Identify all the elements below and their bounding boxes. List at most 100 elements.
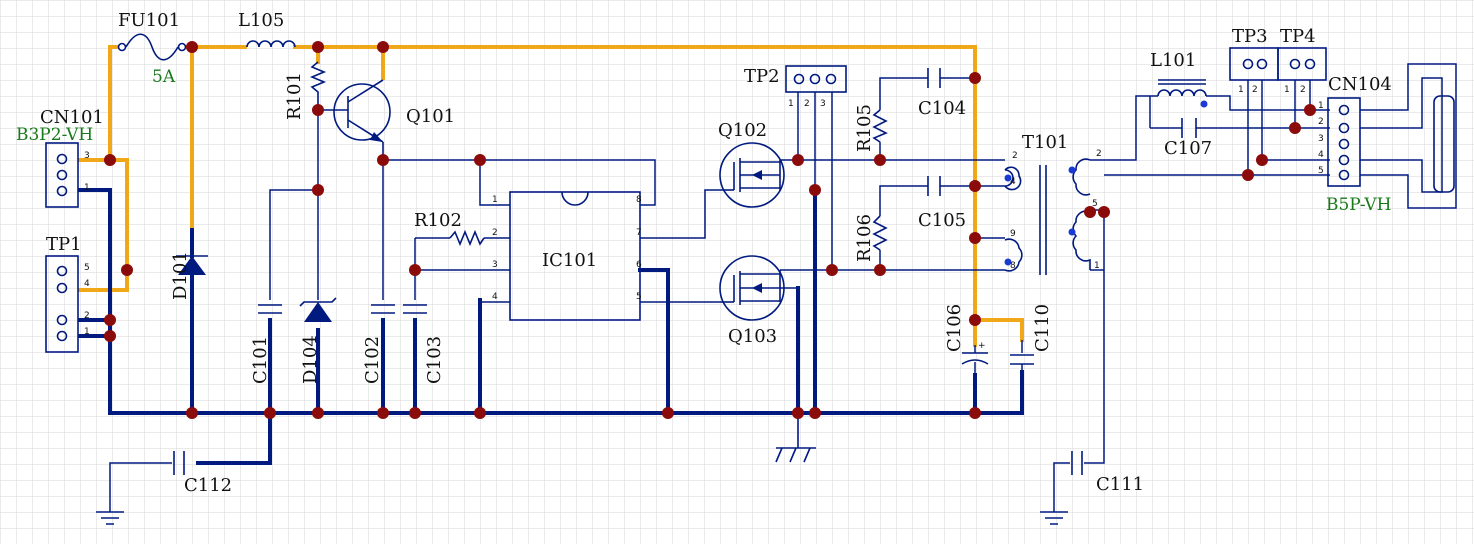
capacitor-c101[interactable] xyxy=(258,304,282,314)
t101-pin-4: 4 xyxy=(1010,177,1016,187)
t101-ref: T101 xyxy=(1022,132,1068,153)
tp3-pin-1: 1 xyxy=(1238,85,1244,95)
t101-pin-2s: 2 xyxy=(1096,149,1102,159)
q101-ref: Q101 xyxy=(406,106,455,127)
ic101-pin-1: 1 xyxy=(492,195,498,205)
tp4-pin-1: 1 xyxy=(1284,85,1290,95)
connector-cn101[interactable] xyxy=(45,142,79,208)
cn104-pin-1: 1 xyxy=(1318,101,1324,111)
cn104-ref: CN104 xyxy=(1328,74,1392,95)
c105-ref: C105 xyxy=(918,210,966,231)
capacitor-c112[interactable] xyxy=(173,451,185,475)
cn104-pin-2: 2 xyxy=(1318,117,1324,127)
transformer-t101[interactable] xyxy=(1004,158,1091,275)
lamp-symbol[interactable] xyxy=(1433,95,1455,193)
r101-ref: R101 xyxy=(284,72,305,120)
zener-d104[interactable] xyxy=(299,297,337,322)
transistor-q101[interactable] xyxy=(318,79,391,160)
cn101-pin-3: 3 xyxy=(84,151,90,161)
chassis-ground-icon xyxy=(775,413,816,463)
testpoint-tp1[interactable] xyxy=(45,255,79,353)
cn101-value: B3P2-VH xyxy=(16,125,93,145)
d101-ref: D101 xyxy=(170,251,191,300)
c106-ref: C106 xyxy=(944,304,965,352)
resistor-r105[interactable] xyxy=(872,109,888,143)
fu101-value: 5A xyxy=(152,67,176,87)
ic-ic101[interactable] xyxy=(509,191,641,321)
ic101-pin-2: 2 xyxy=(492,228,498,238)
t101-pin-5: 5 xyxy=(1092,199,1098,209)
tp1-ref: TP1 xyxy=(46,234,82,255)
ic101-pin-8: 8 xyxy=(636,195,642,205)
fuse-fu101[interactable] xyxy=(117,33,187,61)
diode-d101[interactable] xyxy=(176,228,208,302)
r102-ref: R102 xyxy=(414,210,462,231)
cn104-value: B5P-VH xyxy=(1326,195,1391,215)
q102-ref: Q102 xyxy=(718,120,767,141)
capacitor-c107[interactable] xyxy=(1181,118,1197,138)
capacitor-c104[interactable] xyxy=(927,68,941,88)
tp1-pin-1: 1 xyxy=(84,327,90,337)
capacitor-c105[interactable] xyxy=(927,176,941,196)
c110-ref: C110 xyxy=(1032,304,1053,352)
tp1-pin-2: 2 xyxy=(84,311,90,321)
cn104-pin-4: 4 xyxy=(1318,150,1324,160)
c106-polarity: + xyxy=(978,341,986,351)
t101-pin-1: 1 xyxy=(1094,261,1100,271)
resistor-r101[interactable] xyxy=(309,61,327,110)
testpoint-tp2[interactable] xyxy=(785,65,847,100)
c111-ref: C111 xyxy=(1096,474,1144,495)
ic101-pin-3: 3 xyxy=(492,260,498,270)
t101-pin-2: 2 xyxy=(1012,151,1018,161)
cn101-ref: CN101 xyxy=(40,107,104,128)
junction-dots xyxy=(104,41,1316,419)
resistor-r102[interactable] xyxy=(449,229,485,247)
resistor-r106[interactable] xyxy=(872,215,888,251)
capacitor-c103[interactable] xyxy=(403,304,427,314)
ic101-pin-6: 6 xyxy=(636,260,642,270)
tp2-pin-3: 3 xyxy=(820,99,826,109)
ic101-ref: IC101 xyxy=(542,250,597,271)
mosfet-q102[interactable] xyxy=(719,142,785,208)
c112-ref: C112 xyxy=(184,475,232,496)
tp3-ref: TP3 xyxy=(1232,26,1268,47)
tp4-ref: TP4 xyxy=(1280,26,1316,47)
q103-ref: Q103 xyxy=(728,326,777,347)
l101-ref: L101 xyxy=(1150,50,1196,71)
connector-cn104[interactable] xyxy=(1327,97,1361,187)
c104-ref: C104 xyxy=(918,98,966,119)
inductor-l101[interactable] xyxy=(1157,79,1208,108)
cn101-pin-1: 1 xyxy=(84,183,90,193)
tp1-pin-4: 4 xyxy=(84,279,90,289)
d104-ref: D104 xyxy=(300,335,321,384)
r106-ref: R106 xyxy=(854,214,875,262)
tp2-ref: TP2 xyxy=(744,66,780,87)
ground-icon xyxy=(96,511,124,525)
capacitor-c106[interactable] xyxy=(961,345,989,375)
cn104-pin-5: 5 xyxy=(1318,166,1324,176)
capacitor-c102[interactable] xyxy=(371,304,395,314)
c101-ref: C101 xyxy=(250,336,271,384)
c103-ref: C103 xyxy=(424,336,445,384)
tp1-pin-5: 5 xyxy=(84,263,90,273)
fu101-ref: FU101 xyxy=(118,10,180,31)
ic101-pin-4: 4 xyxy=(492,292,498,302)
mosfet-q103[interactable] xyxy=(719,255,798,321)
tp2-pin-2: 2 xyxy=(804,99,810,109)
tp4-pin-2: 2 xyxy=(1300,85,1306,95)
t101-pin-8: 8 xyxy=(1010,261,1016,271)
t101-pin-9: 9 xyxy=(1010,229,1016,239)
capacitor-c111[interactable] xyxy=(1071,451,1083,475)
thin-signal-wires[interactable] xyxy=(109,63,1457,512)
capacitor-c110[interactable] xyxy=(1010,354,1034,372)
r105-ref: R105 xyxy=(854,104,875,152)
c102-ref: C102 xyxy=(362,336,383,384)
ic101-pin-5: 5 xyxy=(636,292,642,302)
cn104-pin-3: 3 xyxy=(1318,134,1324,144)
testpoint-tp4[interactable] xyxy=(1277,47,1327,81)
tp2-pin-1: 1 xyxy=(788,99,794,109)
ground-icon xyxy=(1040,511,1068,525)
c107-ref: C107 xyxy=(1164,138,1212,159)
